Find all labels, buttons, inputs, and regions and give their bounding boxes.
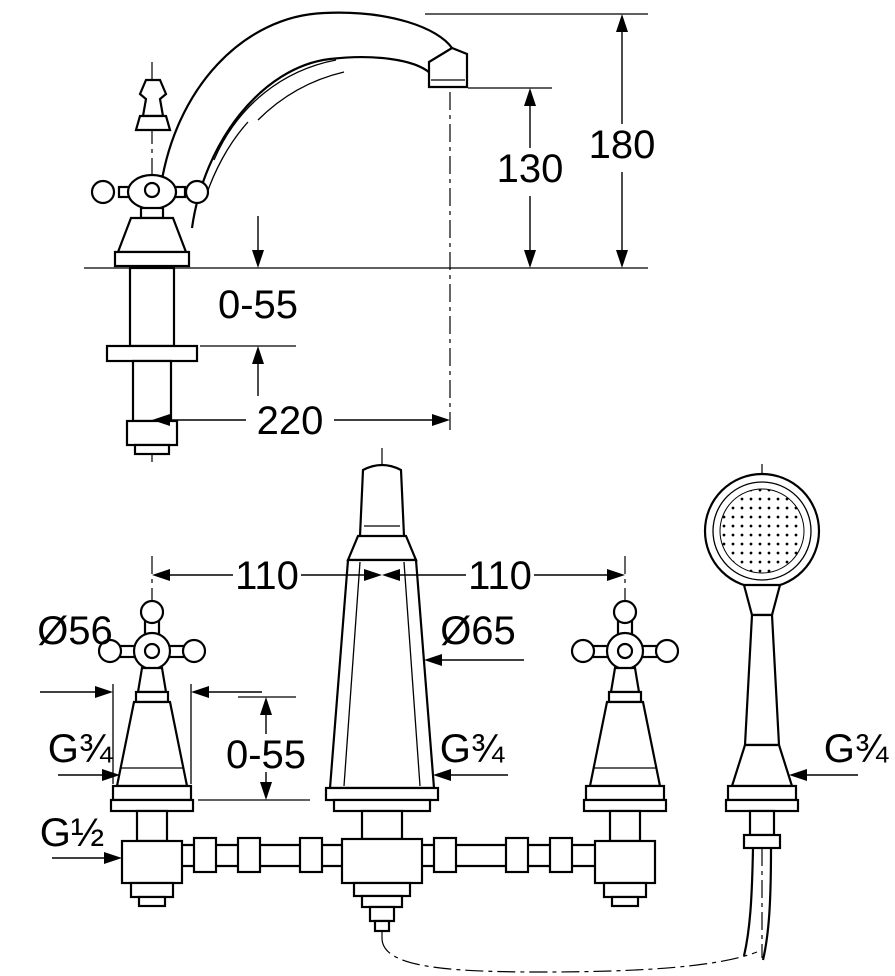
right-valve-body [593, 839, 657, 885]
dim-label-spout-reach: 220 [257, 399, 324, 443]
hose-routing-centerline [381, 937, 758, 973]
pipe-coupling [432, 836, 458, 874]
dim-label-left-spacing: 110 [235, 554, 299, 598]
threaded-shank [131, 359, 173, 423]
dimension-right-spacing: 110 [382, 554, 625, 598]
dimension-spout-reach: 220 [152, 399, 450, 443]
dim-label-spout-height: 130 [497, 147, 564, 191]
spout-threaded-shank [360, 809, 404, 841]
right-escutcheon [588, 700, 662, 788]
dimension-spout-height: 130 [497, 88, 564, 268]
dim-label-handle-diameter: Ø56 [37, 609, 113, 653]
mounting-flange [105, 344, 199, 363]
top-view: 180 130 0-55 220 [84, 11, 656, 462]
shower-handle [743, 613, 781, 747]
spout-mouth [358, 463, 406, 543]
thread-label-spout: G¾ [440, 727, 505, 771]
dim-label-mounting-range-side: 0-55 [218, 283, 298, 327]
handle-ball-left [90, 179, 116, 205]
left-escutcheon [115, 700, 189, 788]
cross-handle-side [90, 173, 210, 268]
thread-label-left-valve: G¾ [48, 727, 113, 771]
dimension-left-spacing: 110 [152, 554, 382, 598]
dim-label-right-spacing: 110 [468, 554, 532, 598]
escutcheon-side [116, 216, 188, 254]
dim-label-mounting-range-front: 0-55 [226, 733, 306, 777]
spray-face [719, 488, 805, 574]
left-cross-handle [97, 599, 207, 908]
right-cross-handle [570, 599, 680, 908]
spout-shank-side [105, 266, 199, 456]
dim-label-total-height: 180 [589, 123, 656, 167]
pipe-coupling [236, 836, 262, 874]
dimension-mounting-range-front: 0-55 [198, 696, 310, 801]
thread-callout-spout: G¾ [433, 727, 508, 781]
supply-pipes [182, 836, 595, 874]
left-valve-body [120, 839, 184, 885]
left-threaded-shank [135, 809, 169, 843]
pipe-coupling [192, 836, 218, 874]
dim-label-spout-diameter: Ø65 [440, 609, 516, 653]
handle-ball-right [184, 179, 210, 205]
spout-valve-body [340, 837, 424, 885]
thread-label-hand-shower: G¾ [824, 727, 889, 771]
hand-shower [703, 472, 821, 961]
diverter-knob [134, 78, 172, 132]
shower-hose [742, 847, 755, 957]
spout-outlet [427, 46, 469, 89]
dimension-total-height: 180 [589, 14, 656, 268]
center-spout-front [324, 463, 440, 933]
pipe-coupling [548, 836, 574, 874]
dimension-mounting-range-side: 0-55 [218, 216, 298, 396]
dimension-spout-diameter: Ø65 [424, 609, 524, 666]
right-threaded-shank [608, 809, 642, 843]
front-view: 110 110 Ø56 Ø65 [37, 448, 889, 973]
thread-callout-supply: G½ [40, 811, 122, 864]
dimension-handle-diameter: Ø56 [37, 609, 262, 784]
thread-callout-hand-shower: G¾ [789, 727, 889, 781]
pipe-coupling [504, 836, 530, 874]
pipe-coupling [298, 836, 324, 874]
spout-cone [328, 558, 436, 790]
body-column [128, 266, 176, 348]
thread-callout-left-valve: G¾ [48, 727, 120, 781]
thread-label-supply: G½ [40, 811, 104, 855]
